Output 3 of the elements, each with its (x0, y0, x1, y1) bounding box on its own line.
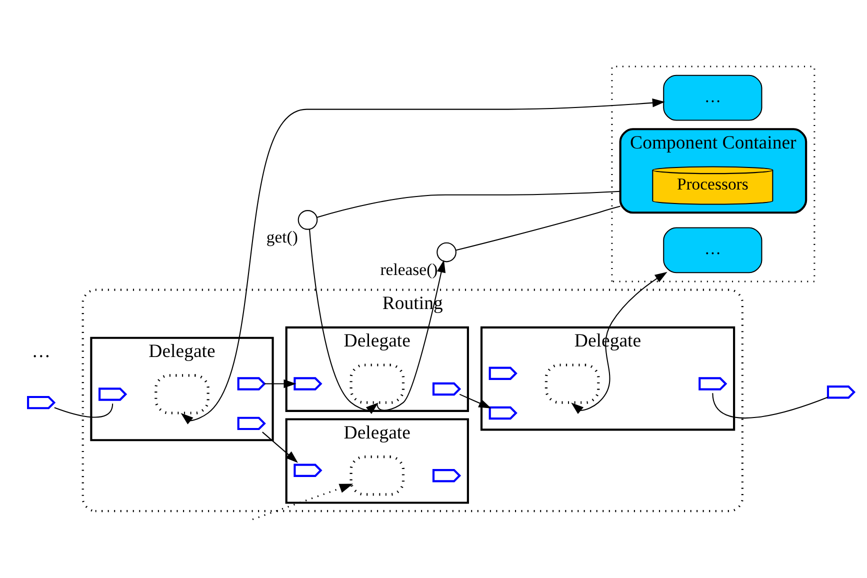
label: … (32, 341, 50, 362)
node-label: release() (380, 260, 438, 280)
node-label: get() (266, 228, 298, 247)
